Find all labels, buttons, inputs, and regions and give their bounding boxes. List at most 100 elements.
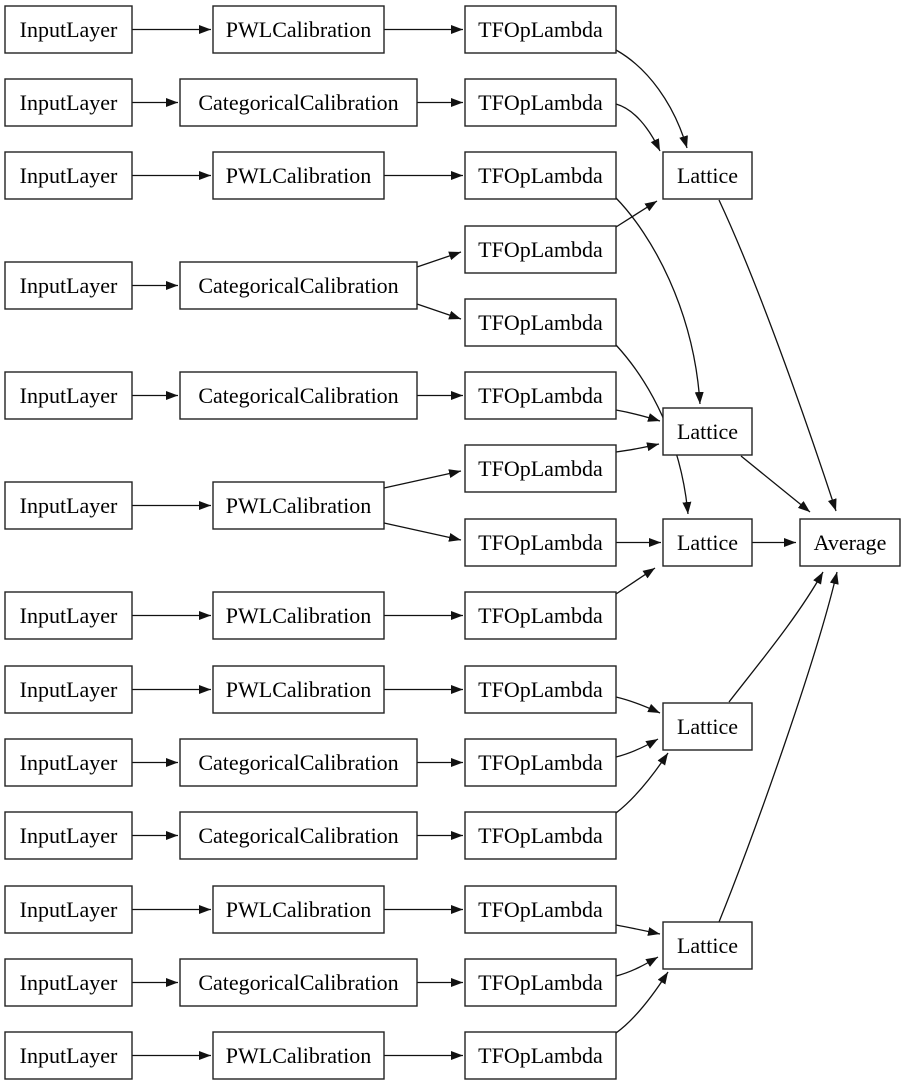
node-label: TFOpLambda [478,17,603,42]
node-inputlayer-4: InputLayer [4,261,133,310]
node-pwlcalibration-3: PWLCalibration [212,481,385,530]
edge-lambda4-lattice1 [615,200,658,228]
node-categoricalcalibration-3: CategoricalCalibration [179,371,418,420]
node-categoricalcalibration-5: CategoricalCalibration [179,811,418,860]
node-box [4,371,133,420]
node-box [4,591,133,640]
edge-lattice4-average [728,571,824,703]
edge-lambda9-lattice3 [615,567,656,595]
node-label: TFOpLambda [478,823,603,848]
node-label: InputLayer [20,273,118,298]
node-label: TFOpLambda [478,163,603,188]
node-box [212,481,385,530]
node-pwlcalibration-6: PWLCalibration [212,885,385,934]
node-box [212,5,385,54]
node-label: Lattice [677,714,738,739]
node-box [464,5,617,54]
node-label: TFOpLambda [478,383,603,408]
node-box [464,591,617,640]
node-label: TFOpLambda [478,970,603,995]
edge-lambda12-lattice4 [615,752,669,814]
node-lattice-1: Lattice [662,151,753,200]
node-tfoplambda-1: TFOpLambda [464,5,617,54]
node-box [179,958,418,1007]
node-label: TFOpLambda [478,677,603,702]
node-box [464,885,617,934]
node-box [4,665,133,714]
edge-lattice2-average [740,455,811,513]
node-box [4,738,133,787]
node-box [212,665,385,714]
node-label: InputLayer [20,90,118,115]
node-tfoplambda-9: TFOpLambda [464,591,617,640]
node-box [799,518,901,567]
node-box [464,811,617,860]
node-tfoplambda-6: TFOpLambda [464,371,617,420]
node-box [464,151,617,200]
node-tfoplambda-13: TFOpLambda [464,885,617,934]
node-label: CategoricalCalibration [198,383,398,408]
node-label: InputLayer [20,677,118,702]
node-inputlayer-6: InputLayer [4,481,133,530]
node-inputlayer-3: InputLayer [4,151,133,200]
node-box [179,738,418,787]
edge-lambda14-lattice5 [615,956,659,977]
node-label: PWLCalibration [226,1043,371,1068]
node-tfoplambda-7: TFOpLambda [464,444,617,493]
edge-lattice1-average [718,199,837,512]
node-box [212,1031,385,1080]
edge-cal4-lambda4 [416,251,462,268]
node-box [212,885,385,934]
edge-cal6-lambda8 [383,522,462,542]
node-label: InputLayer [20,970,118,995]
node-tfoplambda-2: TFOpLambda [464,78,617,127]
node-inputlayer-7: InputLayer [4,591,133,640]
node-pwlcalibration-1: PWLCalibration [212,5,385,54]
node-box [464,738,617,787]
node-label: CategoricalCalibration [198,823,398,848]
node-tfoplambda-12: TFOpLambda [464,811,617,860]
node-label: PWLCalibration [226,677,371,702]
node-label: TFOpLambda [478,90,603,115]
node-label: InputLayer [20,603,118,628]
node-label: InputLayer [20,897,118,922]
node-inputlayer-11: InputLayer [4,885,133,934]
node-label: InputLayer [20,493,118,518]
node-inputlayer-8: InputLayer [4,665,133,714]
node-inputlayer-1: InputLayer [4,5,133,54]
node-inputlayer-10: InputLayer [4,811,133,860]
node-label: CategoricalCalibration [198,970,398,995]
node-label: InputLayer [20,750,118,775]
node-lattice-5: Lattice [662,921,753,970]
node-label: TFOpLambda [478,237,603,262]
node-box [4,811,133,860]
node-label: InputLayer [20,1043,118,1068]
edge-lambda1-lattice1 [615,49,688,149]
node-box [662,407,753,456]
node-box [464,518,617,567]
node-label: Average [814,530,887,555]
node-label: TFOpLambda [478,897,603,922]
edge-lambda6-lattice2 [615,409,661,422]
node-box [4,5,133,54]
node-tfoplambda-4: TFOpLambda [464,225,617,274]
node-label: PWLCalibration [226,493,371,518]
node-tfoplambda-5: TFOpLambda [464,298,617,347]
node-categoricalcalibration-6: CategoricalCalibration [179,958,418,1007]
node-tfoplambda-15: TFOpLambda [464,1031,617,1080]
node-box [662,921,753,970]
node-label: PWLCalibration [226,163,371,188]
node-pwlcalibration-7: PWLCalibration [212,1031,385,1080]
edge-lambda15-lattice5 [615,971,669,1034]
edge-lambda7-lattice2 [615,442,660,453]
node-categoricalcalibration-4: CategoricalCalibration [179,738,418,787]
node-box [662,702,753,751]
edges-lattice-to-average [718,199,839,923]
node-label: InputLayer [20,823,118,848]
node-pwlcalibration-2: PWLCalibration [212,151,385,200]
node-pwlcalibration-5: PWLCalibration [212,665,385,714]
edge-lambda10-lattice4 [615,696,661,714]
edge-lambda11-lattice4 [615,738,659,758]
node-average: Average [799,518,901,567]
